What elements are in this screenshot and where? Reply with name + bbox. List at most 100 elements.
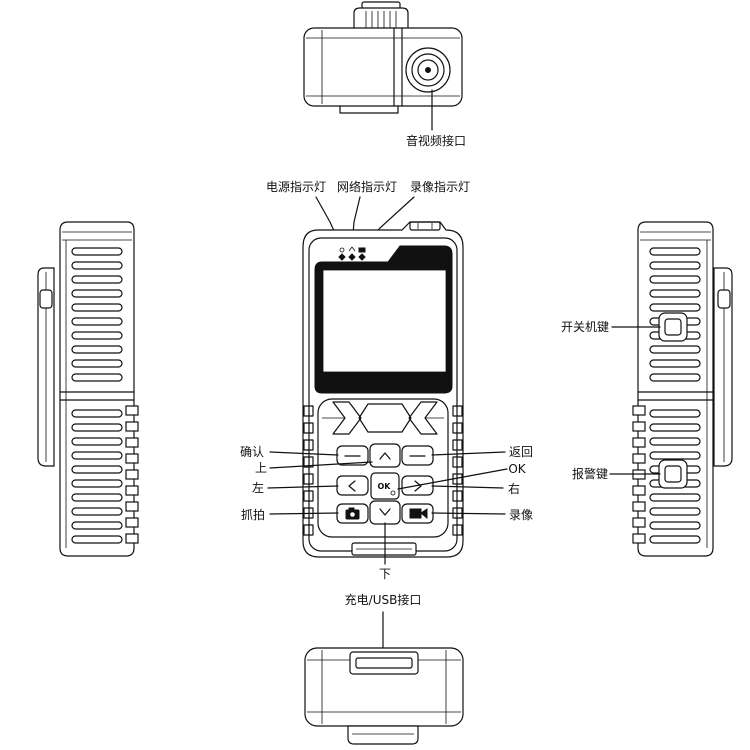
- av-port-connector: [405, 47, 451, 93]
- video-camera-icon: [409, 508, 428, 520]
- grip-slot: [649, 409, 701, 418]
- up-label: 上: [255, 461, 267, 475]
- key-leaders: [267, 451, 508, 565]
- grip-slot: [71, 479, 123, 488]
- grip-slot: [71, 535, 123, 544]
- side-tooth: [632, 421, 646, 432]
- grip-slot: [649, 521, 701, 530]
- power-led: [338, 253, 346, 261]
- usb-port-label: 充电/USB接口: [345, 592, 422, 607]
- grip-slot: [71, 521, 123, 530]
- back-label: 返回: [509, 445, 533, 459]
- snapshot-label: 抓拍: [241, 507, 265, 522]
- grip-slot: [71, 507, 123, 516]
- record-key[interactable]: [401, 503, 434, 524]
- back-key[interactable]: [401, 445, 434, 466]
- power-button[interactable]: [658, 312, 688, 342]
- front-grip-notch: [452, 490, 463, 502]
- grip-slot: [649, 423, 701, 432]
- ok-key[interactable]: OK: [370, 472, 400, 500]
- grip-slot: [71, 373, 123, 382]
- grip-slot: [71, 359, 123, 368]
- keypad-relief: [317, 398, 449, 538]
- front-grip-notch: [303, 524, 314, 536]
- snapshot-key[interactable]: [336, 503, 369, 524]
- grip-slot: [71, 437, 123, 446]
- record-label: 录像: [509, 508, 533, 522]
- bottom-view: 充电/USB接口: [304, 592, 464, 745]
- down-label: 下: [379, 567, 391, 581]
- side-tooth: [125, 485, 139, 496]
- grip-slot: [649, 437, 701, 446]
- left-side-grip-slots: [71, 247, 123, 544]
- side-tooth: [632, 453, 646, 464]
- side-tooth: [125, 405, 139, 416]
- grip-slot: [649, 303, 701, 312]
- grip-slot: [649, 261, 701, 270]
- ok-label: OK: [508, 462, 526, 476]
- top-view-bottom-tab: [339, 105, 399, 114]
- front-grip-notch: [452, 524, 463, 536]
- confirm-label: 确认: [240, 445, 264, 459]
- chevron-left-icon: [348, 480, 356, 492]
- front-grip-notches: [303, 405, 463, 536]
- power-led-icon: [339, 247, 345, 253]
- grip-slot: [649, 451, 701, 460]
- grip-slot: [71, 345, 123, 354]
- grip-slot: [649, 507, 701, 516]
- grip-slot: [71, 247, 123, 256]
- side-tooth: [125, 421, 139, 432]
- side-tooth: [125, 517, 139, 528]
- side-tooth: [125, 501, 139, 512]
- right-clip-hinge: [717, 289, 731, 309]
- grip-slot: [71, 261, 123, 270]
- right-label: 右: [508, 481, 520, 496]
- side-tooth: [632, 437, 646, 448]
- chevron-up-icon: [379, 452, 391, 460]
- top-view: 音视频接口: [303, 1, 466, 148]
- ok-key-label: OK: [378, 482, 392, 491]
- side-tooth: [632, 533, 646, 544]
- down-key[interactable]: [369, 500, 401, 525]
- grip-slot: [649, 275, 701, 284]
- front-grip-notch: [303, 473, 314, 485]
- camera-icon: [345, 507, 360, 520]
- grip-slot: [71, 465, 123, 474]
- network-led-icon: [348, 246, 356, 252]
- bottom-view-clip-end: [347, 725, 419, 745]
- side-tooth: [632, 405, 646, 416]
- power-key-label: 开关机键: [561, 320, 609, 334]
- left-side-view: [37, 221, 139, 557]
- left-side-teeth: [125, 405, 139, 544]
- grip-slot: [649, 247, 701, 256]
- grip-slot: [649, 535, 701, 544]
- alarm-key-label: 报警键: [572, 466, 608, 481]
- grip-slot: [71, 331, 123, 340]
- left-label: 左: [252, 480, 264, 495]
- front-grip-notch: [303, 439, 314, 451]
- front-grip-notch: [452, 439, 463, 451]
- left-key[interactable]: [336, 475, 369, 496]
- grip-slot: [649, 345, 701, 354]
- grip-slot: [71, 493, 123, 502]
- side-tooth: [125, 437, 139, 448]
- grip-slot: [71, 289, 123, 298]
- top-knob-ridges: [365, 11, 397, 28]
- front-grip-notch: [452, 456, 463, 468]
- grip-slot: [649, 359, 701, 368]
- side-tooth: [632, 501, 646, 512]
- front-grip-notch: [452, 405, 463, 417]
- grip-slot: [71, 303, 123, 312]
- network-led: [348, 253, 356, 261]
- front-grip-notch: [303, 405, 314, 417]
- chevron-right-icon: [414, 480, 422, 492]
- up-key[interactable]: [369, 443, 401, 468]
- grip-slot: [71, 317, 123, 326]
- left-clip-hinge: [39, 289, 53, 309]
- right-belt-clip: [713, 267, 733, 467]
- alarm-button[interactable]: [658, 459, 688, 489]
- front-grip-notch: [303, 422, 314, 434]
- chevron-down-icon: [379, 508, 391, 516]
- front-grip-notch: [452, 422, 463, 434]
- display-area: [322, 269, 447, 373]
